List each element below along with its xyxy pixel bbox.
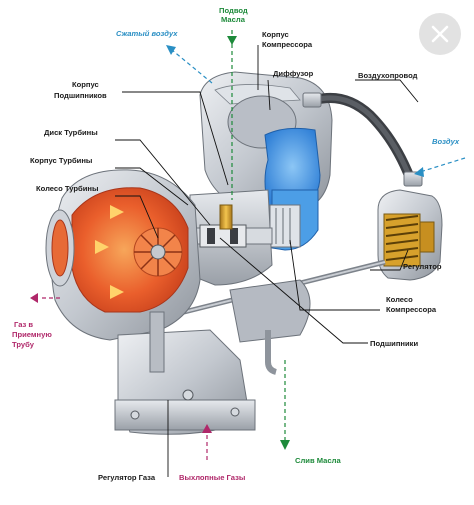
label-gas-to-pipe-3: Трубу — [12, 340, 35, 349]
label-bearing-housing-2: Подшипников — [54, 91, 107, 100]
label-exhaust-gases: Выхлопные Газы — [179, 473, 245, 482]
label-gas-to-pipe-2: Приемную — [12, 330, 52, 339]
bottom-margin — [0, 487, 474, 505]
air-duct-hose — [302, 92, 423, 187]
label-oil-drain: Слив Масла — [295, 456, 341, 465]
compressed-air-arrow — [166, 45, 213, 84]
label-bearings: Подшипники — [370, 339, 418, 348]
label-air-duct: Воздухопровод — [358, 71, 418, 80]
label-compressor-wheel-2: Компрессора — [386, 305, 437, 314]
label-regulator: Регулятор — [403, 262, 442, 271]
label-oil-in-2: Масла — [221, 15, 246, 24]
air-in-arrow — [414, 157, 466, 177]
turbine-wheel — [133, 227, 183, 277]
label-gas-to-pipe-1: Газ в — [14, 320, 33, 329]
oil-drain-pipe — [265, 330, 277, 375]
label-diffuser: Диффузор — [273, 69, 314, 78]
label-compressed-air: Сжатый воздух — [116, 29, 178, 38]
wastegate-base — [114, 311, 256, 435]
label-compressor-wheel-1: Колесо — [386, 295, 413, 304]
label-compressor-housing-2: Компрессора — [262, 40, 313, 49]
close-icon — [431, 25, 449, 43]
label-turbine-wheel: Колесо Турбины — [36, 184, 98, 193]
label-oil-in-1: Подвод — [219, 6, 248, 15]
label-turbine-housing: Корпус Турбины — [30, 156, 92, 165]
exhaust-flow-arrows — [95, 205, 124, 299]
regulator-actuator — [377, 189, 443, 281]
turbine-housing — [45, 169, 201, 341]
oil-in-arrow — [227, 30, 237, 200]
compressor-wheel — [269, 204, 301, 248]
label-compressor-housing-1: Корпус — [262, 30, 289, 39]
oil-drain-arrow — [280, 360, 290, 450]
label-turbine-disc: Диск Турбины — [44, 128, 98, 137]
close-button[interactable] — [419, 13, 461, 55]
leader-lines — [115, 45, 419, 477]
exhaust-in-arrow — [202, 424, 212, 460]
label-gas-regulator: Регулятор Газа — [98, 473, 156, 482]
label-air: Воздух — [432, 137, 460, 146]
gas-out-arrow — [30, 293, 60, 303]
label-bearing-housing-1: Корпус — [72, 80, 99, 89]
